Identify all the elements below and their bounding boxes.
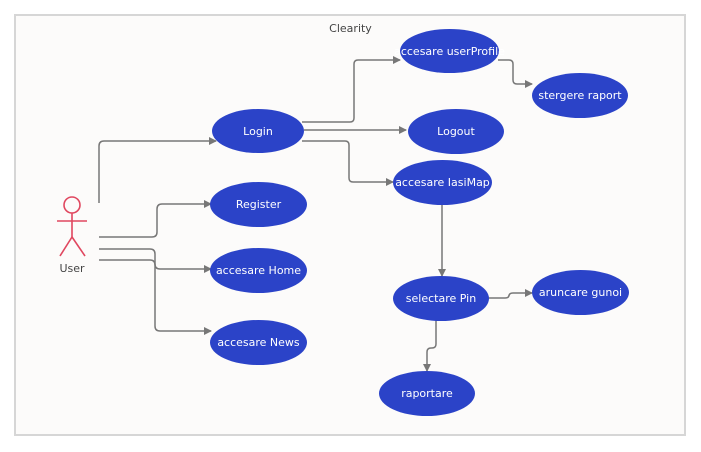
actor-label-user: User (59, 262, 85, 275)
edge-selectare-raportare (423, 319, 437, 372)
use-case-login[interactable]: Login (212, 109, 304, 153)
use-case-accesare-iasimap-label: accesare IasiMap (395, 176, 490, 189)
use-case-selectare-pin-label: selectare Pin (405, 292, 477, 305)
edge-user-register (99, 200, 212, 238)
use-case-accesare-userprofile[interactable]: accesare userProfile (394, 29, 505, 73)
use-case-login-label: Login (243, 124, 273, 138)
use-case-accesare-userprofile-label: accesare userProfile (394, 44, 505, 58)
use-case-stergere-raport[interactable]: stergere raport (532, 73, 628, 118)
use-case-accesare-home[interactable]: accesare Home (210, 248, 307, 293)
use-case-aruncare-gunoi-label: aruncare gunoi (538, 286, 623, 299)
use-case-accesare-iasimap[interactable]: accesare IasiMap (393, 160, 492, 205)
use-case-logout-label: Logout (437, 125, 475, 138)
edge-user-login (98, 137, 217, 203)
edge-login-userprofile (302, 56, 401, 123)
use-case-register-label: Register (235, 198, 282, 211)
use-case-stergere-raport-label: stergere raport (538, 89, 622, 102)
use-case-aruncare-gunoi[interactable]: aruncare gunoi (532, 270, 629, 315)
edge-userprofile-stergere (498, 59, 533, 88)
use-case-accesare-news-label: accesare News (217, 336, 300, 349)
edge-user-home (99, 248, 212, 273)
user-actor-icon (57, 196, 87, 257)
use-case-raportare-label: raportare (401, 387, 453, 400)
use-case-accesare-news[interactable]: accesare News (210, 320, 307, 365)
use-case-selectare-pin[interactable]: selectare Pin (393, 276, 489, 321)
edge-user-news (99, 259, 212, 335)
use-case-accesare-home-label: accesare Home (215, 264, 302, 277)
use-case-logout[interactable]: Logout (408, 109, 504, 154)
use-case-raportare[interactable]: raportare (379, 371, 475, 416)
diagram-title: Clearity (329, 22, 372, 35)
use-case-register[interactable]: Register (210, 182, 307, 227)
edge-selectare-aruncare (488, 289, 533, 299)
edge-login-iasimap (302, 140, 394, 186)
